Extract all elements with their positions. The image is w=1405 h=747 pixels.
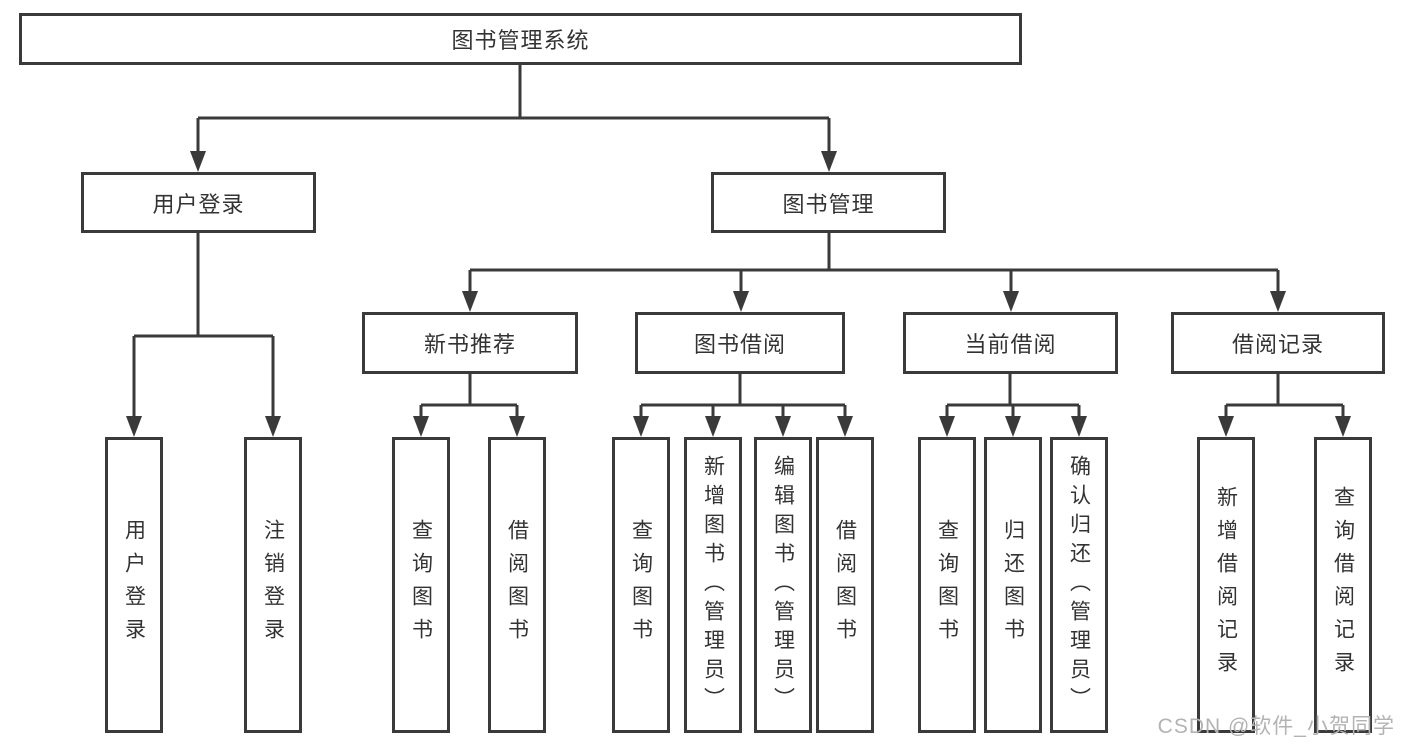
leaf-label: 编辑图书（管理员） — [771, 454, 795, 716]
node-label: 借阅记录 — [1231, 332, 1324, 357]
leaf-label: 归还图书 — [1001, 519, 1025, 651]
arrow-down-icon — [1003, 291, 1019, 312]
leaf-current-confirm-return-admin: 确认归还（管理员） — [1050, 437, 1108, 733]
arrow-down-icon — [1218, 416, 1234, 437]
branch-bookmgmt-to-level3 — [468, 233, 1280, 298]
leaf-borrow-borrow-books: 借阅图书 — [816, 437, 874, 733]
arrow-down-icon — [821, 151, 837, 172]
arrow-down-icon — [1335, 416, 1351, 437]
leaf-current-return-books: 归还图书 — [984, 437, 1042, 733]
node-book-management: 图书管理 — [711, 172, 946, 233]
node-label: 当前借阅 — [964, 332, 1057, 357]
leaf-label: 新增借阅记录 — [1214, 486, 1238, 684]
arrow-down-icon — [633, 416, 649, 437]
leaf-label: 查询图书 — [629, 519, 653, 651]
arrow-down-icon — [775, 416, 791, 437]
arrow-down-icon — [1005, 416, 1021, 437]
branch-userlogin-to-leaves — [132, 233, 275, 423]
arrow-down-icon — [705, 416, 721, 437]
arrow-down-icon — [1270, 291, 1286, 312]
node-user-login: 用户登录 — [81, 172, 316, 233]
node-label: 图书管理 — [782, 191, 875, 217]
leaf-label: 注销登录 — [261, 519, 285, 651]
leaf-label: 查询图书 — [935, 519, 959, 651]
arrow-down-icon — [126, 416, 142, 437]
branch-root-to-level2 — [196, 65, 831, 158]
arrow-down-icon — [413, 416, 429, 437]
arrow-down-icon — [265, 416, 281, 437]
leaf-logout: 注销登录 — [244, 437, 302, 733]
arrow-down-icon — [733, 291, 749, 312]
node-book-borrow: 图书借阅 — [635, 312, 845, 374]
node-label: 图书管理系统 — [451, 28, 590, 53]
leaf-label: 确认归还（管理员） — [1067, 454, 1091, 716]
csdn-watermark: CSDN @软件_小贺同学 — [1157, 715, 1395, 738]
node-label: 用户登录 — [152, 191, 245, 217]
node-new-book-recommend: 新书推荐 — [362, 312, 578, 374]
leaf-label: 查询图书 — [409, 519, 433, 651]
leaf-newbooks-query-books: 查询图书 — [392, 437, 450, 733]
leaf-label: 借阅图书 — [505, 519, 529, 651]
branch-borrowrecords-to-leaves — [1224, 374, 1345, 423]
leaf-label: 借阅图书 — [833, 519, 857, 651]
arrow-down-icon — [462, 291, 478, 312]
leaf-newbooks-borrow-books: 借阅图书 — [488, 437, 546, 733]
arrow-down-icon — [1071, 416, 1087, 437]
leaf-records-query-borrow-record: 查询借阅记录 — [1314, 437, 1372, 733]
node-label: 新书推荐 — [423, 332, 516, 357]
node-library-management-system: 图书管理系统 — [19, 13, 1022, 65]
leaf-borrow-edit-books-admin: 编辑图书（管理员） — [754, 437, 812, 733]
tree-branches — [132, 65, 1345, 423]
arrowhead-icons — [126, 151, 1351, 437]
leaf-label: 用户登录 — [122, 519, 146, 651]
branch-newbooks-to-leaves — [419, 374, 519, 423]
node-current-borrow: 当前借阅 — [903, 312, 1118, 374]
leaf-current-query-books: 查询图书 — [918, 437, 976, 733]
leaf-user-login: 用户登录 — [105, 437, 163, 733]
arrow-down-icon — [190, 151, 206, 172]
leaf-label: 新增图书（管理员） — [701, 454, 725, 716]
branch-currentborrow-to-leaves — [945, 374, 1081, 423]
branch-bookborrow-to-leaves — [639, 374, 847, 423]
node-label: 图书借阅 — [693, 332, 786, 357]
arrow-down-icon — [837, 416, 853, 437]
leaf-borrow-query-books: 查询图书 — [612, 437, 670, 733]
arrow-down-icon — [509, 416, 525, 437]
leaf-label: 查询借阅记录 — [1331, 486, 1355, 684]
node-borrow-records: 借阅记录 — [1171, 312, 1385, 374]
leaf-borrow-add-books-admin: 新增图书（管理员） — [684, 437, 742, 733]
arrow-down-icon — [939, 416, 955, 437]
leaf-records-add-borrow-record: 新增借阅记录 — [1197, 437, 1255, 733]
